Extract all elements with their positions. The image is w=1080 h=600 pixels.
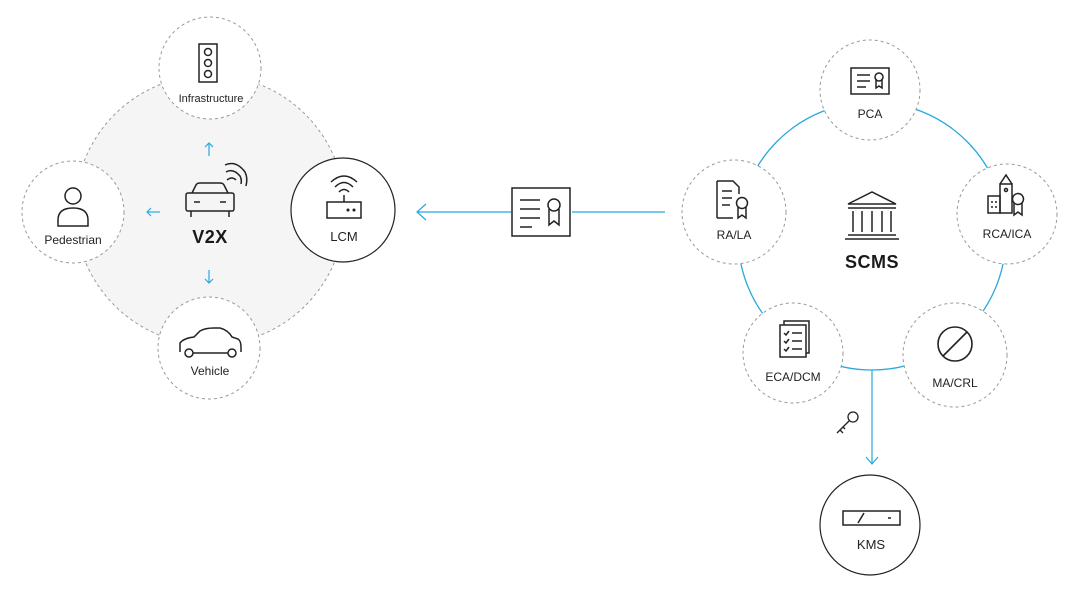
ma-crl-node[interactable] (902, 302, 1008, 408)
traffic-light-icon (198, 43, 218, 83)
kms-arrow (865, 370, 879, 465)
vehicle-label: Vehicle (190, 364, 230, 378)
certificate-doc-icon (850, 67, 890, 95)
infrastructure-label: Infrastructure (178, 93, 244, 105)
pedestrian-node[interactable] (21, 160, 125, 264)
certificate-icon (511, 187, 571, 237)
v2x-arrows (146, 142, 214, 284)
vehicle-node[interactable] (157, 296, 261, 400)
arrow-to-pedestrian (146, 207, 160, 217)
hsm-device-icon (842, 510, 901, 526)
ra-la-label: RA/LA (716, 228, 752, 242)
document-ribbon-icon (716, 180, 749, 220)
connected-car-icon (185, 162, 248, 217)
arrow-to-infrastructure (204, 142, 214, 156)
rca-ica-node[interactable] (956, 163, 1058, 265)
lcm-label: LCM (330, 229, 358, 244)
scms-title: SCMS (844, 252, 900, 272)
ma-crl-label: MA/CRL (932, 376, 978, 390)
car-side-icon (179, 327, 242, 358)
pca-label: PCA (857, 107, 883, 121)
certificate-flow (416, 203, 665, 221)
checklist-icon (779, 320, 810, 358)
bank-icon (845, 191, 899, 240)
eca-dcm-label: ECA/DCM (765, 370, 821, 384)
rca-ica-label: RCA/ICA (982, 227, 1032, 241)
pca-node[interactable] (819, 39, 921, 141)
ra-la-node[interactable] (681, 159, 787, 265)
arrow-to-vehicle (204, 270, 214, 284)
kms-label: KMS (856, 537, 886, 552)
lcm-node[interactable] (290, 157, 396, 263)
pedestrian-label: Pedestrian (44, 233, 102, 247)
key-icon (836, 411, 859, 434)
v2x-title: V2X (192, 227, 228, 247)
person-icon (57, 187, 89, 227)
router-icon (326, 175, 362, 219)
infrastructure-node[interactable] (158, 16, 262, 120)
prohibited-icon (937, 326, 973, 362)
eca-dcm-node[interactable] (742, 302, 844, 404)
building-ribbon-icon (987, 173, 1025, 217)
